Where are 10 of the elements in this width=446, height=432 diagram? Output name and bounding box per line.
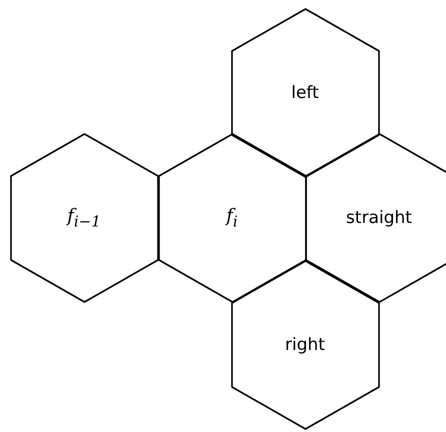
hexagon-tile xyxy=(158,134,306,302)
variable-label: f$_{i}$ xyxy=(226,206,238,230)
hexagon-tile xyxy=(232,261,378,429)
tile-label: straight xyxy=(346,208,412,228)
hexagon-tile xyxy=(232,9,378,177)
tile-label: left xyxy=(291,83,319,103)
hexagon-tile xyxy=(10,134,158,302)
hexagon-tile xyxy=(306,134,446,302)
tile-label: right xyxy=(285,335,325,355)
variable-label: f$_{i−1}$ xyxy=(67,206,101,230)
